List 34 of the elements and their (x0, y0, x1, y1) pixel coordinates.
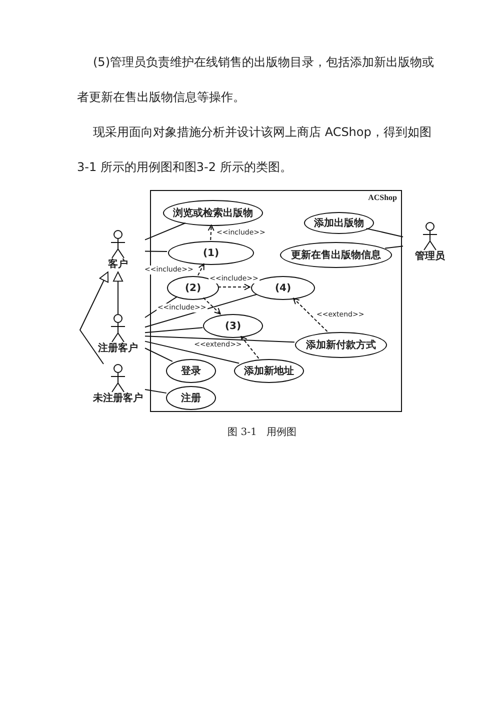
use-case-ellipse: (3) (203, 314, 263, 338)
association-line (144, 250, 168, 252)
actor-name: 客户 (108, 259, 128, 271)
dependency-arrow (292, 298, 328, 332)
paragraph: (5)管理员负责维护在线销售的出版物目录，包括添加新出版物或者更新在售出版物信息等操作。 (77, 54, 435, 106)
dependency-arrow (240, 336, 260, 359)
use-case-ellipse: 添加新地址 (234, 359, 304, 383)
use-case-ellipse: 添加出版物 (304, 212, 374, 234)
figure-caption: 图 3-1 用例图 (226, 426, 298, 439)
generalization-arrow (79, 272, 109, 364)
dependency-arrow (202, 297, 221, 314)
use-case-ellipse: 更新在售出版物信息 (280, 242, 392, 268)
system-name: ACShop (368, 193, 397, 202)
use-case-ellipse: 注册 (166, 386, 216, 410)
association-line (144, 389, 167, 394)
association-line (144, 294, 258, 328)
association-line (384, 246, 404, 249)
actor-name: 注册客户 (98, 343, 138, 355)
association-line (144, 222, 186, 240)
association-line (144, 336, 295, 343)
association-line (144, 327, 204, 334)
association-line (366, 228, 404, 238)
use-case-ellipse: 登录 (166, 359, 216, 383)
use-case-ellipse: 浏览或检索出版物 (163, 200, 263, 226)
actor-name: 管理员 (415, 251, 445, 263)
dependency-arrow (218, 284, 250, 290)
paragraph: 现采用面向对象措施分析并设计该网上商店 ACShop，得到如图 3-1 所示的用例图和图3-2 所示的类图。 (77, 124, 432, 176)
association-line (144, 348, 173, 362)
generalization-arrow (112, 272, 124, 314)
actor-name: 未注册客户 (93, 393, 143, 405)
use-case-ellipse: 添加新付款方式 (295, 332, 387, 358)
association-line (144, 340, 240, 364)
dependency-arrow (198, 263, 204, 276)
dependency-arrow (208, 224, 214, 240)
